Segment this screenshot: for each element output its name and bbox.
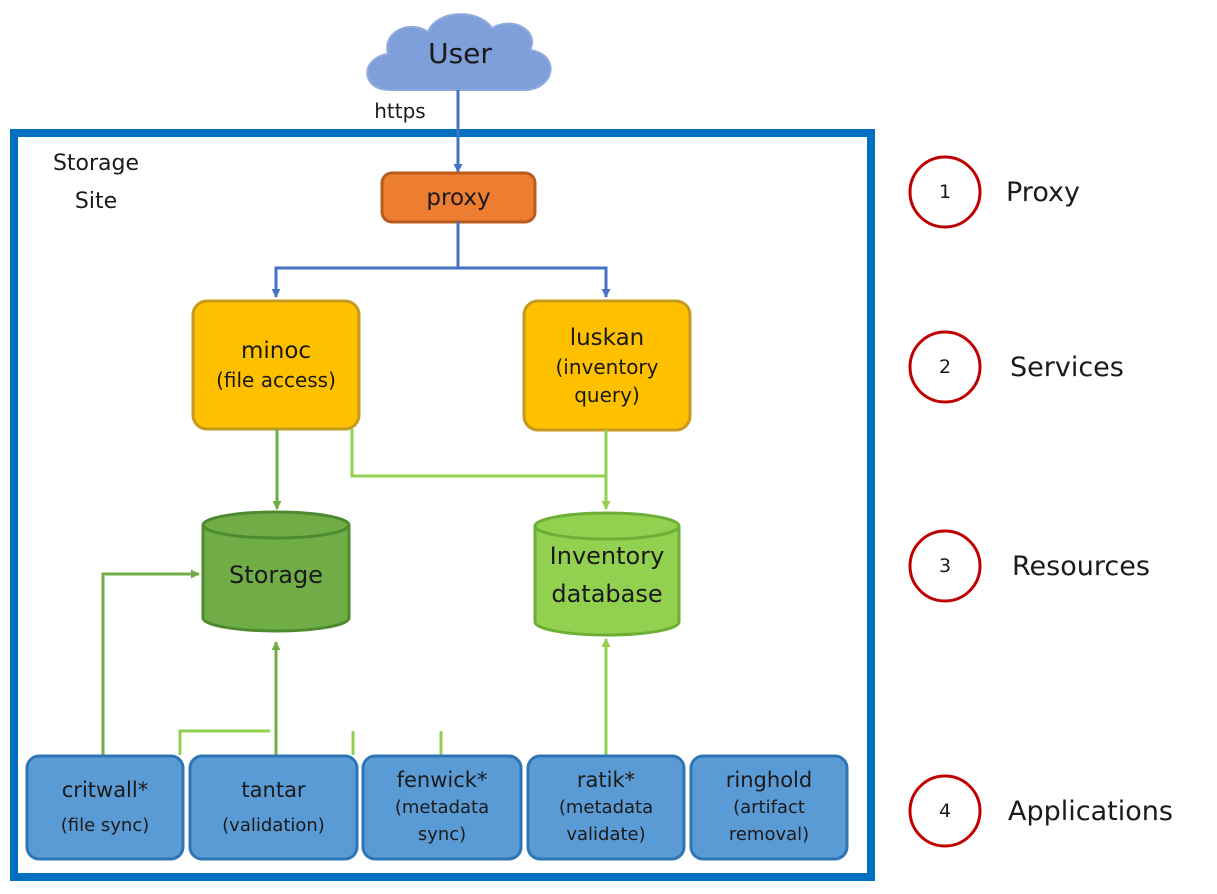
legend-circle-2 bbox=[908, 330, 982, 404]
critwall-to-storage-arrow bbox=[101, 569, 200, 755]
fenwick-box bbox=[361, 754, 523, 861]
critwall-box bbox=[25, 754, 185, 861]
inventory-database-cylinder bbox=[533, 511, 681, 637]
legend-circle-3 bbox=[908, 529, 982, 603]
proxy-to-luskan-arrow bbox=[458, 266, 611, 298]
application-bus bbox=[178, 729, 270, 755]
storage-site-border bbox=[10, 129, 875, 881]
ringhold-box bbox=[689, 754, 849, 861]
legend-circle-4 bbox=[908, 774, 982, 848]
minoc-box bbox=[191, 299, 361, 431]
storage-cylinder bbox=[201, 510, 351, 633]
proxy-box bbox=[380, 171, 537, 224]
proxy-to-minoc-arrow bbox=[271, 222, 460, 298]
tantar-box bbox=[188, 754, 359, 861]
minoc-to-inventory-arrow bbox=[350, 429, 611, 510]
luskan-box bbox=[522, 299, 692, 432]
user-cloud bbox=[366, 13, 552, 91]
ratik-box bbox=[526, 754, 686, 861]
legend-circle-1 bbox=[908, 155, 982, 229]
